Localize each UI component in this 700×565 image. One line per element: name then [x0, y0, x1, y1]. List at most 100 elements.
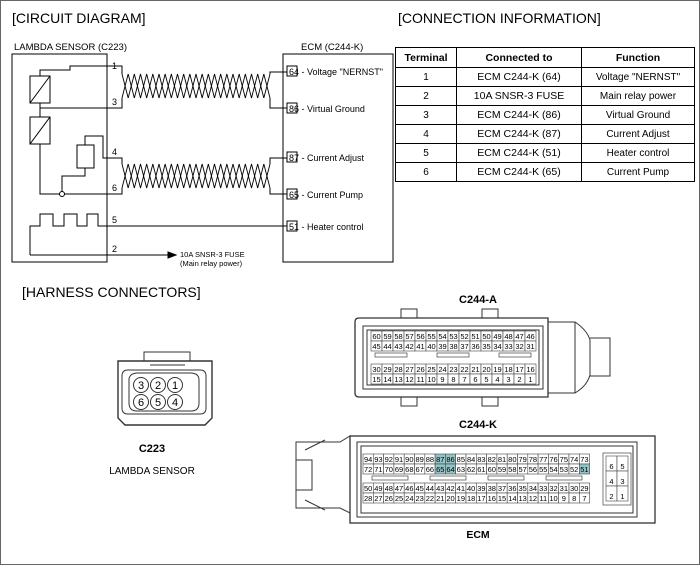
c244k-pin-number: 18: [467, 494, 475, 503]
c244k-pin-number: 72: [364, 465, 372, 474]
c244k-side-pin-number: 4: [609, 477, 613, 486]
c244a-pin-number: 28: [394, 365, 402, 374]
c244a-pin-number: 4: [495, 375, 499, 384]
ecm-pin-box-65: [286, 188, 298, 200]
c244k-pin-number: 15: [498, 494, 506, 503]
c244k-pin-number: 23: [415, 494, 423, 503]
c244a-pin-number: 38: [449, 342, 457, 351]
harness-connectors-title: [HARNESS CONNECTORS]: [22, 284, 201, 300]
c223-pin-number: 3: [138, 380, 144, 392]
table-cell-function: Current Pump: [581, 162, 695, 182]
c244k-pin-number: 70: [385, 465, 393, 474]
c244k-pin-number: 50: [364, 484, 372, 493]
c244k-side-pin-cell: [616, 485, 629, 502]
c244a-pin-number: 33: [504, 342, 512, 351]
c223-pin-cavity: [150, 377, 166, 393]
c244k-shell: [349, 435, 656, 524]
c244k-pin-number: 26: [385, 494, 393, 503]
c244a-pin-number: 15: [372, 375, 380, 384]
c223-pin-cavity: [133, 377, 149, 393]
c244k-pin-number: 16: [488, 494, 496, 503]
c223-face: [121, 369, 207, 415]
c223-subtitle: LAMBDA SENSOR: [109, 466, 195, 477]
c244a-pin-number: 18: [504, 365, 512, 374]
c244k-pin-number: 28: [364, 494, 372, 503]
c244a-tab-left-top: [400, 308, 418, 319]
c244k-side-pin-number: 2: [609, 492, 613, 501]
ecm-pin-51-function: - Heater control: [299, 222, 364, 232]
c244k-pin-cell: [578, 492, 590, 504]
c244k-pin-number: 89: [415, 455, 423, 464]
c244k-pin-number: 13: [518, 494, 526, 503]
c244a-key-slot: [436, 352, 470, 358]
c244a-pin-number: 13: [394, 375, 402, 384]
c244k-pin-number: 32: [549, 484, 557, 493]
c244k-pin-number: 66: [426, 465, 434, 474]
c244k-pin-number: 59: [498, 465, 506, 474]
ecm-pin-65: 65: [289, 190, 299, 200]
sensor-pin-3: 3: [112, 97, 117, 107]
c244k-pin-number: 34: [529, 484, 537, 493]
c244a-pin-number: 35: [482, 342, 490, 351]
c244a-tab-right-bottom: [481, 396, 499, 407]
c244k-pin-number: 58: [508, 465, 516, 474]
c244k-side-pin-number: 1: [620, 492, 624, 501]
circuit-diagram-title: [CIRCUIT DIAGRAM]: [12, 10, 146, 26]
c244k-pin-number: 74: [570, 455, 578, 464]
ecm-pin-box-86: [286, 102, 298, 114]
sensor-pin-1: 1: [112, 61, 117, 71]
c244k-pin-number: 91: [395, 455, 403, 464]
c244k-lever-grip: [295, 459, 313, 491]
lambda-sensor-box: [11, 53, 108, 263]
c244a-pin-number: 5: [484, 375, 488, 384]
twisted-pair-wire: [121, 73, 271, 99]
c244a-pin-number: 14: [383, 375, 391, 384]
table-cell-connected-to: ECM C244-K (65): [456, 162, 582, 182]
c244k-pin-number: 53: [560, 465, 568, 474]
c244a-pin-number: 51: [471, 332, 479, 341]
c244a-pin-cell: [524, 373, 537, 385]
c244a-tab-left-bottom: [400, 396, 418, 407]
c244k-pin-number: 63: [457, 465, 465, 474]
c244k-pin-number: 69: [395, 465, 403, 474]
c244a-pin-number: 24: [438, 365, 446, 374]
c244k-pin-number: 35: [518, 484, 526, 493]
c244k-pin-number: 81: [498, 455, 506, 464]
svg-text:65 - Current Pump: 65 - Current Pump: [289, 190, 363, 200]
sensor-pin-6: 6: [112, 183, 117, 193]
c244k-pin-number: 83: [477, 455, 485, 464]
c223-cavity: [128, 372, 200, 412]
c244k-pin-number: 55: [539, 465, 547, 474]
c244a-pin-number: 21: [471, 365, 479, 374]
c244a-pin-number: 36: [471, 342, 479, 351]
c244a-pin-number: 32: [515, 342, 523, 351]
c244k-pin-number: 30: [570, 484, 578, 493]
c244k-pin-number: 92: [385, 455, 393, 464]
ecm-pin-64: 64: [289, 67, 299, 77]
c244a-pin-number: 59: [383, 332, 391, 341]
c244k-footer: ECM: [466, 529, 490, 541]
table-cell-connected-to: 10A SNSR-3 FUSE: [456, 86, 582, 106]
c244k-pin-number: 87: [436, 455, 444, 464]
c244a-pin-number: 53: [449, 332, 457, 341]
c244a-title: C244-A: [459, 294, 497, 306]
c223-pin-cavity: [133, 394, 149, 410]
c244k-key-slot: [429, 475, 467, 481]
lambda-sensor-label: LAMBDA SENSOR (C223): [14, 42, 127, 53]
c244k-side-pin-number: 3: [620, 477, 624, 486]
c244a-pin-number: 20: [482, 365, 490, 374]
ecm-pin-86: 86: [289, 104, 299, 114]
c244a-pin-number: 29: [383, 365, 391, 374]
c244a-pin-number: 60: [372, 332, 380, 341]
junction-node: [59, 191, 65, 197]
c223-title: C223: [139, 443, 165, 455]
c244k-face: [356, 441, 638, 518]
c223-pin-number: 6: [138, 397, 144, 409]
c244a-pin-number: 57: [405, 332, 413, 341]
c244a-pin-number: 44: [383, 342, 391, 351]
connection-info-title: [CONNECTION INFORMATION]: [398, 10, 601, 26]
c244k-key-slot: [371, 475, 409, 481]
